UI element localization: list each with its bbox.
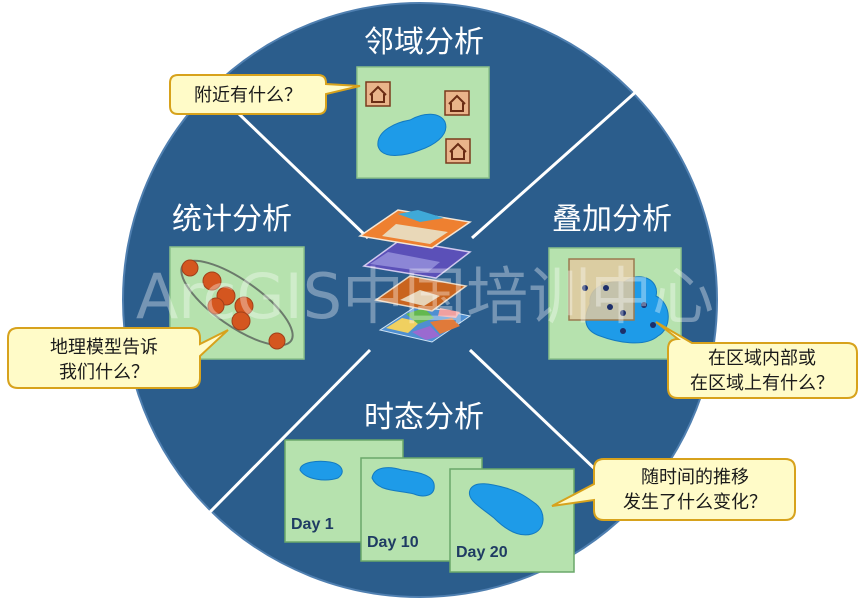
- cluster-dot-icon: [181, 259, 286, 350]
- callout-text: 地理模型告诉: [50, 337, 158, 358]
- day-label: Day 10: [367, 534, 419, 551]
- point-markers: [582, 285, 656, 334]
- temporal-callout: 随时间的推移 发生了什么变化？: [551, 458, 796, 521]
- day-label: Day 20: [456, 544, 508, 561]
- callout-text: 随时间的推移: [641, 467, 749, 488]
- overlay-panel: [548, 247, 682, 360]
- statistical-analysis-title: 统计分析: [172, 202, 292, 237]
- house-icon: [365, 81, 391, 107]
- lake-icon: [468, 483, 544, 536]
- callout-text: 附近有什么？: [194, 85, 302, 106]
- house-icon: [444, 90, 470, 116]
- neighborhood-callout: 附近有什么？: [169, 74, 361, 115]
- statistical-panel: [169, 246, 305, 360]
- day-label: Day 1: [291, 516, 334, 533]
- lake-icon: [299, 460, 343, 481]
- callout-text: 发生了什么变化？: [623, 492, 767, 513]
- overlay-region: [568, 258, 635, 321]
- statistical-callout: 地理模型告诉 我们什么？: [7, 327, 229, 389]
- watermark: ArcGIS中国培训中心: [136, 260, 714, 333]
- lake-icon: [377, 113, 447, 156]
- callout-text: 在区域上有什么？: [690, 373, 834, 394]
- temporal-analysis-title: 时态分析: [364, 400, 484, 435]
- neighborhood-analysis-title: 邻域分析: [364, 25, 484, 60]
- callout-text: 在区域内部或: [708, 348, 816, 369]
- house-icon: [445, 138, 471, 164]
- overlay-analysis-title: 叠加分析: [552, 202, 672, 237]
- temporal-panel-3: Day 20: [449, 468, 575, 573]
- lake-icon: [371, 467, 435, 497]
- overlay-callout: 在区域内部或 在区域上有什么？: [655, 321, 858, 399]
- layer-stack-icon: [358, 209, 472, 343]
- callout-text: 我们什么？: [59, 362, 149, 383]
- neighborhood-panel: [356, 66, 490, 179]
